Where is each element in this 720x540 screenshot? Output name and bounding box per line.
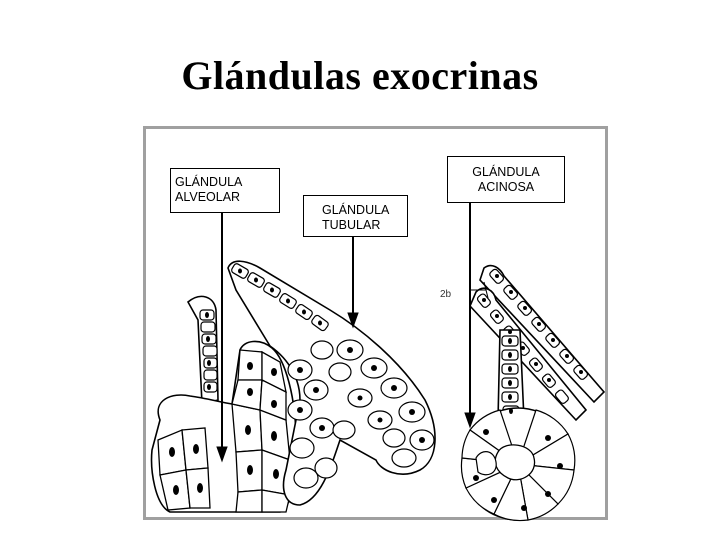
label-alveolar-line-1: GLÁNDULA — [175, 175, 243, 189]
label-acinosa-line-2: ACINOSA — [477, 180, 535, 194]
label-tubular-line-2: TUBULAR — [322, 218, 381, 232]
label-tubular-gland: GLÁNDULA TUBULAR — [303, 195, 408, 237]
acinosa-arrowhead — [464, 412, 476, 429]
tubular-arrowhead — [347, 312, 359, 329]
label-acinosa-gland: GLÁNDULA ACINOSA — [447, 156, 565, 203]
label-tubular-line-1: GLÁNDULA — [322, 203, 390, 217]
pointer-arrows — [216, 203, 476, 463]
slide-title: Glándulas exocrinas — [181, 53, 539, 98]
acinar-gland-drawing — [460, 264, 606, 522]
label-alveolar-gland: GLÁNDULA ALVEOLAR — [170, 168, 280, 213]
label-acinosa-line-1: GLÁNDULA — [472, 165, 540, 179]
tubular-gland-drawing — [227, 260, 436, 506]
alveolar-gland-drawing — [150, 295, 298, 513]
alveolar-arrowhead — [216, 446, 228, 463]
marker-2b: 2b — [440, 289, 452, 300]
label-alveolar-line-2: ALVEOLAR — [175, 190, 241, 204]
